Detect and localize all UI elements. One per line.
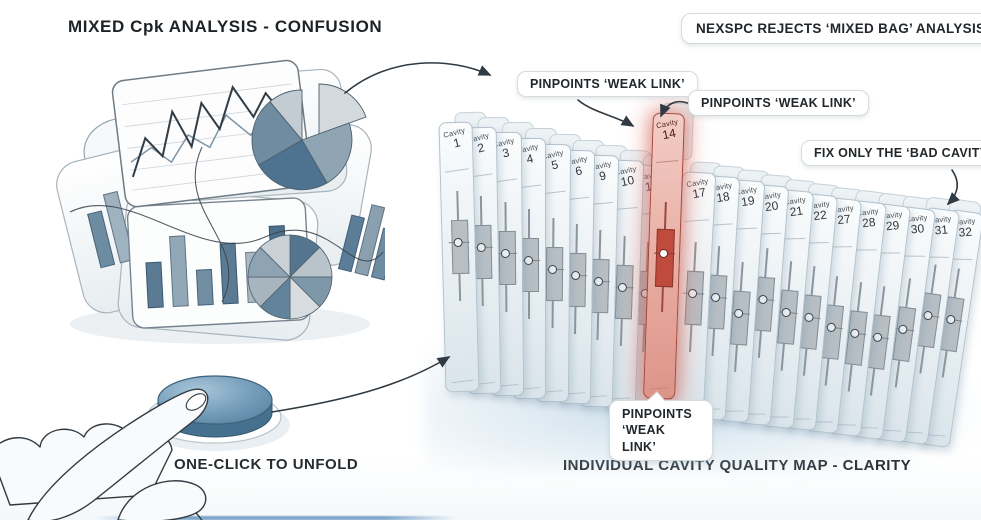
boxplot-median-dot bbox=[476, 242, 486, 253]
bubble-line-1: PINPOINTS bbox=[622, 407, 693, 421]
cavity-card-header: Cavity 1 bbox=[438, 125, 474, 153]
boxplot-box bbox=[473, 224, 492, 280]
thumb-outline bbox=[195, 512, 203, 520]
boxplot bbox=[650, 202, 678, 313]
bottom-accent-strip bbox=[96, 516, 456, 520]
boxplot bbox=[445, 191, 472, 302]
card-header-divider bbox=[656, 160, 679, 164]
callout-fix-bad-cavity: FIX ONLY THE ‘BAD CAVITY’ bbox=[801, 140, 981, 166]
cavity-card-1: Cavity 1 bbox=[438, 121, 480, 393]
pie-chart-top bbox=[251, 83, 367, 191]
cavity-card-header: Cavity 17 bbox=[681, 176, 716, 203]
cavity-card-header: Cavity 14 bbox=[652, 117, 685, 143]
banner-nexspc-rejects: NEXSPC REJECTS ‘MIXED BAG’ ANALYSIS bbox=[681, 13, 981, 44]
boxplot-box bbox=[614, 264, 634, 320]
mixed-charts-pile-illustration bbox=[56, 59, 385, 344]
index-finger bbox=[27, 388, 209, 520]
boxplot bbox=[678, 241, 708, 352]
callout-pinpoints-weak-link-bottom: PINPOINTS ‘WEAK LINK’ bbox=[609, 400, 713, 461]
boxplot-median-dot bbox=[570, 270, 581, 281]
boxplot-box bbox=[590, 258, 610, 314]
boxplot-box bbox=[654, 228, 675, 288]
card-footer-divider bbox=[451, 379, 474, 384]
boxplot-box bbox=[450, 219, 469, 275]
hand-illustration bbox=[0, 388, 209, 520]
boxplot-median-dot bbox=[547, 264, 558, 275]
boxplot-box bbox=[683, 270, 704, 326]
one-click-button-illustration bbox=[0, 375, 290, 520]
boxplot-box bbox=[498, 230, 516, 286]
boxplot-median-dot bbox=[500, 248, 510, 259]
fingernail bbox=[185, 393, 207, 411]
pie-chart-bottom bbox=[247, 234, 333, 320]
thumb bbox=[117, 480, 207, 520]
scribble-lines bbox=[69, 146, 384, 303]
title-mixed-cpk-confusion: MIXED Cpk ANALYSIS - CONFUSION bbox=[68, 17, 383, 36]
boxplot-median-dot bbox=[524, 256, 533, 265]
card-header-divider bbox=[684, 219, 709, 222]
caption-one-click-unfold: ONE-CLICK TO UNFOLD bbox=[174, 456, 359, 473]
callout-pinpoints-weak-link-top: PINPOINTS ‘WEAK LINK’ bbox=[517, 71, 698, 97]
boxplot-box bbox=[521, 238, 539, 292]
right-bar-chart bbox=[337, 204, 385, 281]
callout-pinpoints-weak-link-right: PINPOINTS ‘WEAK LINK’ bbox=[688, 90, 869, 116]
bubble-line-2: ‘WEAK LINK’ bbox=[622, 423, 666, 454]
card-footer-divider bbox=[649, 387, 670, 390]
boxplot-box bbox=[567, 252, 586, 308]
card-header-divider bbox=[444, 168, 469, 173]
boxplot-box bbox=[545, 246, 563, 302]
